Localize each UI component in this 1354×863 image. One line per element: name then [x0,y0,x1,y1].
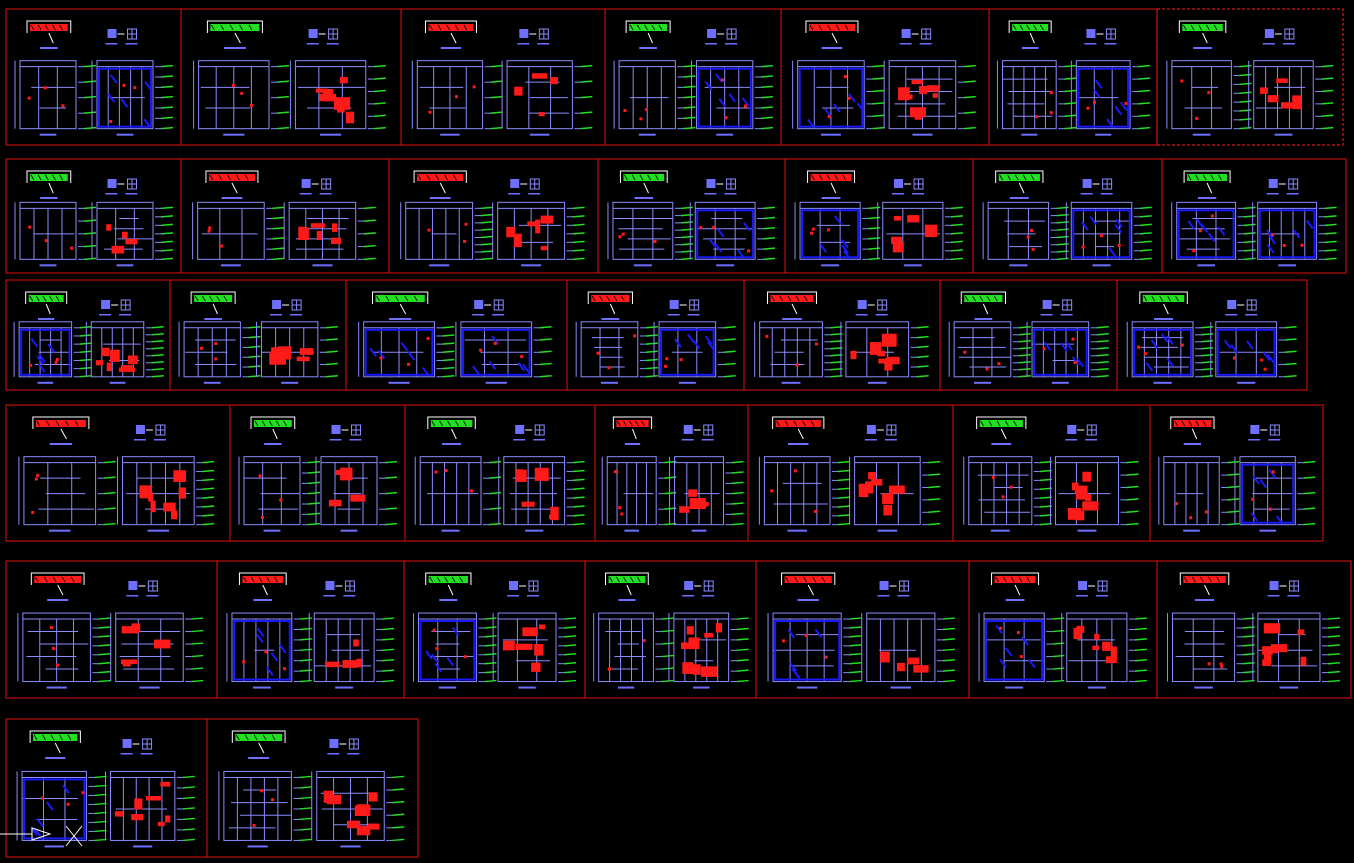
drawing-sheet[interactable] [747,404,954,542]
drawing-sheet[interactable] [404,404,596,542]
drawing-sheet[interactable] [5,8,182,146]
drawing-sheet[interactable] [169,279,347,391]
drawing-sheet[interactable] [952,404,1151,542]
drawing-sheet[interactable] [5,404,231,542]
drawing-sheet[interactable] [180,8,402,146]
drawing-sheet[interactable] [216,560,405,699]
drawing-sheet[interactable] [566,279,745,391]
drawing-sheet[interactable] [972,158,1163,274]
drawing-sheet[interactable] [1149,404,1324,542]
drawing-sheet[interactable] [988,8,1158,146]
drawing-sheet[interactable] [1116,279,1308,391]
drawing-sheet[interactable] [584,560,757,699]
drawing-sheet[interactable] [180,158,390,274]
drawing-sheet[interactable] [400,8,606,146]
drawing-sheet[interactable] [1161,158,1347,274]
drawing-sheet[interactable] [5,279,171,391]
drawing-sheet[interactable] [403,560,586,699]
drawing-sheet[interactable] [229,404,406,542]
drawing-sheet[interactable] [206,718,419,858]
ucs-axis-icon [0,825,83,847]
drawing-sheet[interactable] [5,560,218,699]
drawing-sheet[interactable] [939,279,1118,391]
drawing-sheet[interactable] [597,158,786,274]
drawing-sheet[interactable] [743,279,941,391]
drawing-sheet[interactable] [388,158,599,274]
drawing-sheets [5,8,1352,858]
drawing-sheet[interactable] [755,560,970,699]
drawing-sheet[interactable] [780,8,990,146]
drawing-sheet[interactable] [5,158,182,274]
drawing-sheet[interactable] [5,718,208,858]
drawing-sheet[interactable] [1156,8,1344,146]
drawing-sheet[interactable] [784,158,974,274]
drawing-sheet[interactable] [345,279,568,391]
drawing-sheet[interactable] [594,404,749,542]
drawing-sheet[interactable] [968,560,1158,699]
drawing-sheet[interactable] [604,8,782,146]
drawing-sheet[interactable] [1156,560,1352,699]
